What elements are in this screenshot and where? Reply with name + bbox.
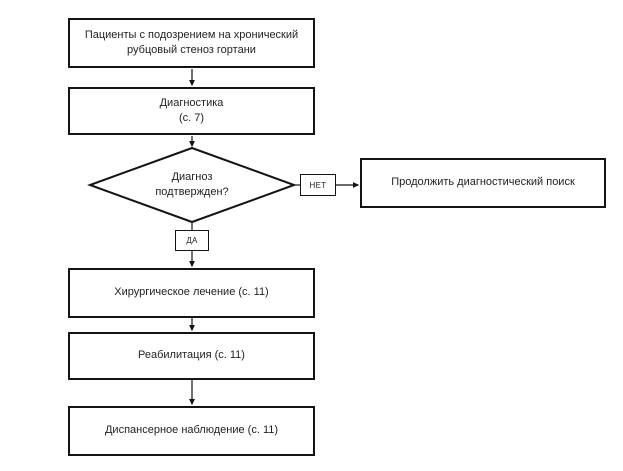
node-diagnostics: Диагностика (с. 7): [68, 87, 315, 135]
node-decision-label-line1: Диагноз: [171, 170, 213, 183]
node-patients: Пациенты с подозрением на хронический ру…: [68, 18, 315, 68]
node-continue-search: Продолжить диагностический поиск: [360, 158, 606, 208]
node-decision-label-line2: подтвержден?: [155, 186, 229, 198]
node-continue-search-label: Продолжить диагностический поиск: [391, 176, 575, 189]
node-follow-up: Диспансерное наблюдение (с. 11): [68, 406, 315, 456]
node-rehabilitation-label: Реабилитация (с. 11): [138, 349, 245, 362]
node-decision-label: Диагноз подтвержден?: [117, 162, 267, 208]
node-diagnostics-label-line1: Диагностика: [159, 96, 224, 109]
node-surgery: Хирургическое лечение (с. 11): [68, 268, 315, 318]
node-diagnostics-label-line2: (с. 7): [178, 112, 205, 124]
node-rehabilitation: Реабилитация (с. 11): [68, 332, 315, 380]
node-follow-up-label: Диспансерное наблюдение (с. 11): [104, 424, 279, 437]
node-patients-label-line1: Пациенты с подозрением на хронический: [84, 28, 299, 41]
node-surgery-label: Хирургическое лечение (с. 11): [114, 286, 269, 299]
node-patients-label-line2: рубцовый стеноз гортани: [127, 44, 256, 56]
branch-label-no: НЕТ: [300, 174, 336, 196]
branch-label-no-text: НЕТ: [309, 180, 327, 190]
branch-label-yes-text: ДА: [186, 236, 198, 245]
branch-label-yes: ДА: [175, 230, 209, 251]
